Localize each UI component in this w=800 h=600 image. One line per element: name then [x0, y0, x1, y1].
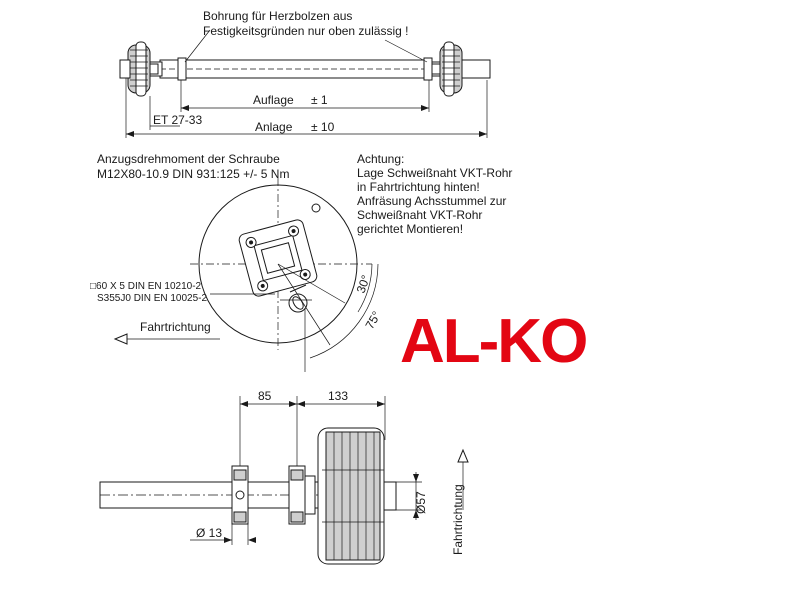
dim-d13: Ø 13 [196, 526, 222, 540]
dim-85: 85 [258, 389, 272, 403]
dim-133: 133 [328, 389, 348, 403]
dim-et-label: ET 27-33 [153, 113, 202, 127]
right-wheel-hub [431, 41, 491, 97]
dim-d57: Ø57 [414, 491, 428, 514]
side-view: Anzugsdrehmoment der Schraube M12X80-10.… [90, 152, 512, 372]
top-view: Bohrung für Herzbolzen aus Festigkeitsgr… [119, 9, 491, 138]
bottom-view: 85 133 [99, 389, 469, 565]
dim-anlage-tolerance: ± 10 [311, 120, 335, 134]
top-note-line-2: Festigkeitsgründen nur oben zulässig ! [203, 24, 408, 38]
side-direction-arrow [113, 333, 128, 345]
tube-spec-line-2: S355J0 DIN EN 10025-2 [97, 293, 208, 304]
side-direction-label: Fahrtrichtung [140, 320, 211, 334]
dim-auflage-label: Auflage [253, 93, 294, 107]
dim-auflage-tolerance: ± 1 [311, 93, 328, 107]
mounting-plate [238, 219, 318, 297]
angle-30: 30° [354, 273, 373, 295]
dim-anlage-label: Anlage [255, 120, 293, 134]
note-line-6: gerichtet Montieren! [357, 222, 463, 236]
torque-line-2: M12X80-10.9 DIN 931:125 +/- 5 Nm [97, 167, 289, 181]
note-line-5: Schweißnaht VKT-Rohr [357, 208, 482, 222]
note-line-4: Anfräsung Achsstummel zur [357, 194, 506, 208]
bottom-wheel-hub [317, 427, 397, 565]
note-line-1: Achtung: [357, 152, 404, 166]
note-line-2: Lage Schweißnaht VKT-Rohr [357, 166, 512, 180]
tube-spec-line-1: □60 X 5 DIN EN 10210-2 [90, 281, 202, 292]
left-wheel-hub [119, 41, 159, 97]
alko-logo: AL-KO [400, 307, 588, 376]
note-line-3: in Fahrtrichtung hinten! [357, 180, 480, 194]
torque-line-1: Anzugsdrehmoment der Schraube [97, 152, 280, 166]
bottom-direction-arrow [457, 448, 469, 463]
logo-text: AL-KO [400, 307, 586, 376]
top-note-line-1: Bohrung für Herzbolzen aus [203, 9, 352, 23]
bottom-direction-label: Fahrtrichtung [451, 484, 465, 555]
